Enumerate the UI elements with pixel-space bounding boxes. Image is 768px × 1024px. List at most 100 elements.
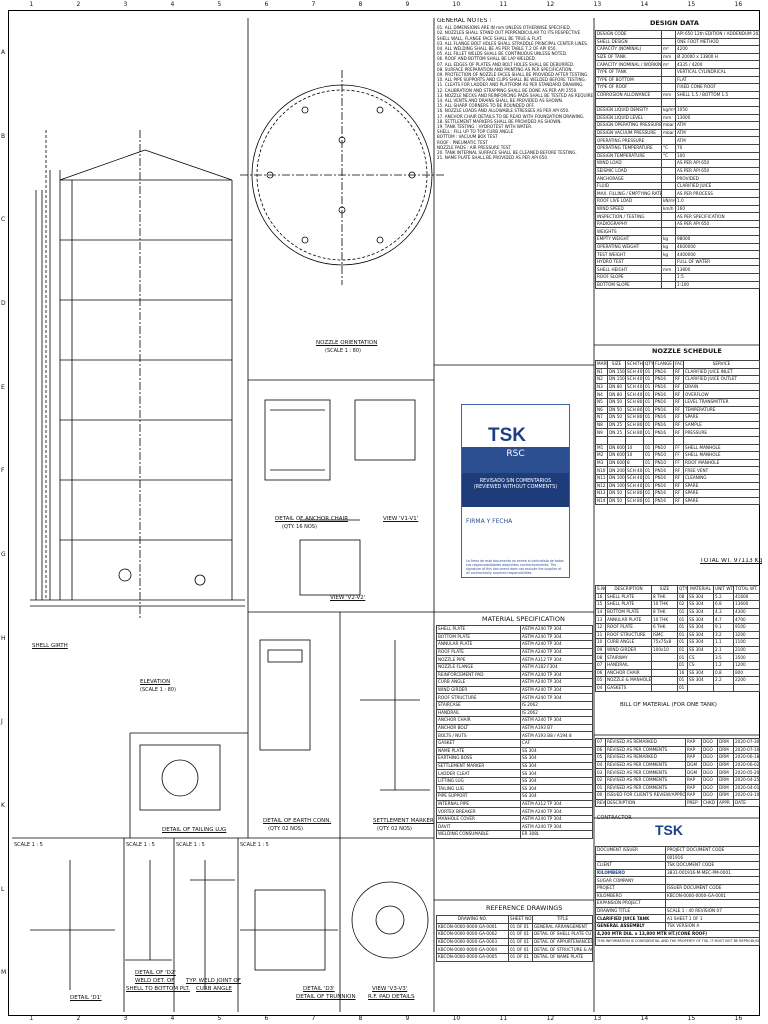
table-cell: 4400000 (675, 250, 760, 259)
table-cell: OPERATING TEMPERATURE (595, 143, 662, 153)
table-cell: m³ (661, 60, 676, 69)
table-cell: SCH 40 (625, 367, 644, 377)
table-cell: CAPACITY (NOMINAL) (595, 45, 662, 54)
caption-view-v1: VIEW 'V1-V1' (383, 516, 419, 522)
table-cell: 3500 (733, 653, 760, 662)
tsk-doc-code: 3831-001916-M-MEC-PM-0001 (665, 868, 760, 878)
table-cell: 01 (677, 638, 688, 647)
table-cell: ANNULAR PLATE (605, 615, 652, 624)
ruler-column-label: 6 (264, 1, 269, 8)
table-cell: mm (661, 265, 676, 274)
sheet-size: A1 (667, 915, 673, 921)
table-cell: APPR (717, 798, 734, 808)
table-cell: DGO (701, 738, 718, 747)
caption-anchor-chair: DETAIL OF ANCHOR CHAIR (275, 516, 349, 522)
table-cell: IS 2062 (520, 700, 593, 710)
table-cell: SS 304 (687, 600, 714, 609)
table-cell: SCH 40 (625, 466, 644, 475)
ruler-column-label: 1 (29, 1015, 34, 1022)
table-cell: LIFTING LUG (436, 776, 521, 786)
table-cell: ASTM A240 TP 304 (520, 685, 593, 695)
table-cell: ASTM A240 TP 304 (520, 670, 593, 680)
ruler-column-label: 16 (734, 1015, 743, 1022)
table-cell: TYPE OF TANK (595, 67, 662, 77)
table-cell: PN16 (653, 489, 674, 498)
table-cell: ANCHOR BOLT (436, 723, 521, 733)
ruler-column-label: 2 (76, 1, 81, 8)
ruler-row-label: L (1, 885, 5, 893)
table-cell: ROOF SLOPE (595, 273, 662, 282)
table-cell: BOTTOM SLOPE (595, 280, 662, 290)
table-cell: ATM (675, 128, 760, 138)
table-cell: °C (661, 151, 676, 161)
table-cell: 800 (733, 668, 760, 678)
table-cell: PN16 (653, 496, 674, 506)
caption-view-v3-1: VIEW 'V3-V3' (372, 986, 408, 992)
table-cell: mm (661, 90, 676, 100)
table-cell: DN 50 (607, 496, 626, 506)
table-cell: 10 THK (651, 600, 678, 609)
ruler-row-label: K (1, 801, 5, 809)
caption-detail-d3-1: DETAIL 'D3' (303, 986, 335, 992)
ruler-column-label: 9 (405, 1, 410, 8)
general-note-line: 18. SETTLEMENT MARKERS SHALL BE PROVIDED… (437, 118, 562, 124)
ruler-column-label: 14 (640, 1015, 649, 1022)
table-cell: ASTM A182 F304 (520, 662, 593, 672)
table-cell: PROVIDED (675, 174, 760, 183)
table-cell: 15 (595, 600, 606, 609)
table-cell: 2020-05-20 (733, 768, 760, 777)
table-cell: SS 304 (687, 668, 714, 678)
table-header-cell: TITLE (532, 915, 593, 924)
table-cell: 08 (595, 653, 606, 662)
table-header-cell: SIZE (651, 585, 678, 594)
table-cell: AS PER API 650 (675, 159, 760, 168)
table-cell: OPERATING WEIGHT (595, 242, 662, 252)
stamp-disclaimer: La firma de este documento no exime al c… (466, 559, 564, 575)
material-spec-title: MATERIAL SPECIFICATION (482, 616, 565, 622)
table-cell (643, 435, 654, 445)
ruler-column-label: 4 (170, 1015, 175, 1022)
table-cell: N3 (595, 382, 608, 392)
table-cell: STAIRCASE (436, 700, 521, 710)
table-cell: 3.2 (713, 630, 734, 640)
ruler-row-label: H (1, 634, 6, 642)
table-cell: ASTM A240 TP 304 (520, 807, 593, 816)
table-cell: SCH 80 (625, 496, 644, 506)
ruler-column-label: 2 (76, 1015, 81, 1022)
caption-scale-d2: SCALE 1 : 5 (126, 842, 155, 848)
general-notes-list: 01. ALL DIMENSIONS ARE IN mm UNLESS OTHE… (437, 25, 593, 160)
table-cell (673, 435, 684, 445)
table-cell: 03 (595, 768, 606, 777)
table-cell: AS PER SPECIFICATION (675, 212, 760, 221)
table-cell: ASTM A240 TP 304 (520, 647, 593, 657)
table-cell: SS 304 (520, 784, 593, 794)
table-cell: RF (673, 473, 684, 483)
table-cell: 01 (643, 367, 654, 377)
general-note-line: 09. PROTECTION OF NOZZLE FACES SHALL BE … (437, 72, 589, 78)
table-cell (661, 166, 676, 176)
table-cell: CAF (520, 738, 593, 748)
table-cell: DN 150 (607, 367, 626, 377)
ruler-column-label: 13 (593, 1015, 602, 1022)
table-cell: HANDRAIL (605, 660, 652, 670)
table-cell (661, 181, 676, 191)
table-cell: DGO (701, 783, 718, 793)
table-cell: TAILING LUG (436, 784, 521, 794)
table-cell: RF (673, 413, 684, 422)
drawing-title-3: 4,200 MTR DIA. x 13,800 MTR HT.(CONE ROO… (595, 929, 760, 939)
table-cell: N4 (595, 390, 608, 399)
table-cell: M2 (595, 451, 608, 460)
ruler-column-label: 15 (687, 1015, 696, 1022)
table-cell: 1.2 (713, 660, 734, 670)
table-cell: Ø 20000 x 13800 H (675, 52, 760, 62)
